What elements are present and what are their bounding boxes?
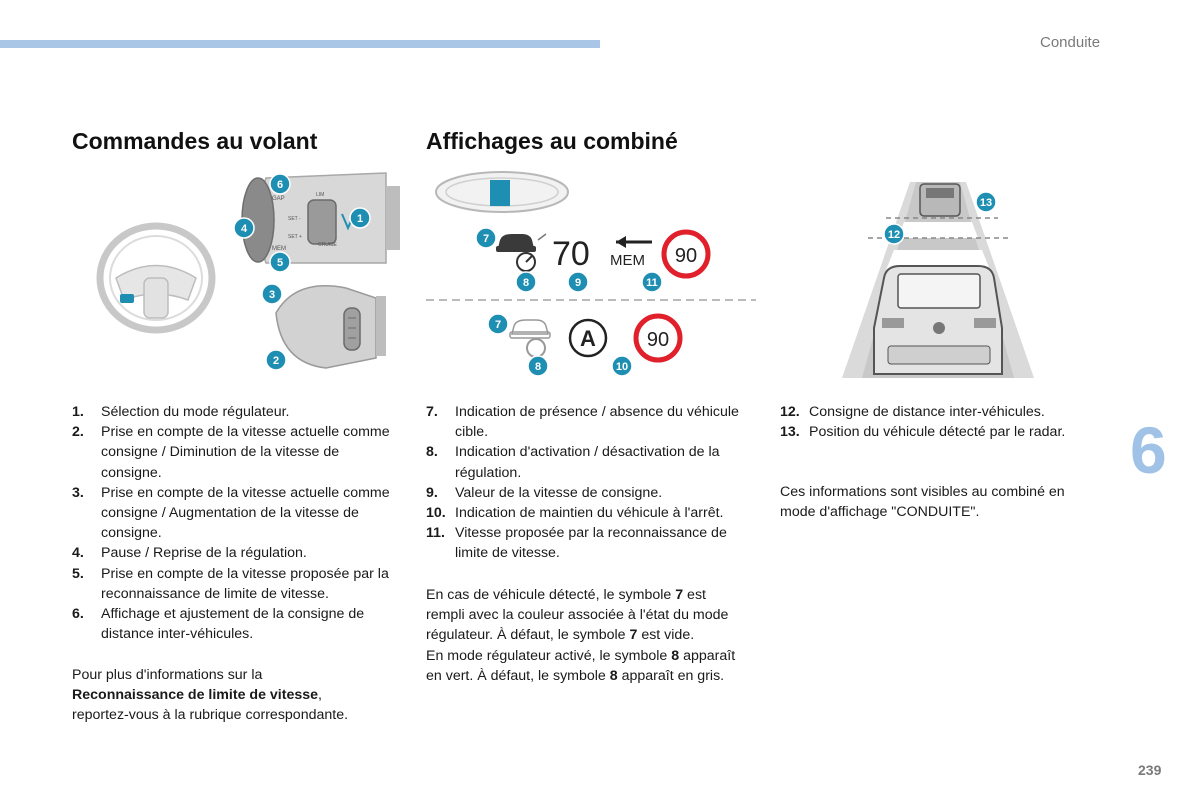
mem-arrow-icon	[616, 236, 652, 248]
badge-7b: 7	[487, 313, 509, 335]
list-item: 6.Affichage et ajustement de la consigne…	[72, 606, 365, 643]
badge-8b: 8	[527, 355, 549, 377]
svg-text:MEM: MEM	[272, 246, 286, 252]
svg-text:5: 5	[277, 257, 283, 269]
steering-controls-figure: GAP SET - SET + MEM LIM CRUISE 6 1 4 5 3…	[96, 172, 400, 371]
badge-7a: 7	[475, 227, 497, 249]
svg-text:7: 7	[495, 319, 501, 331]
list-item: 4.Pause / Reprise de la régulation.	[72, 545, 307, 562]
svg-text:7: 7	[483, 233, 489, 245]
own-vehicle-illustration	[873, 265, 1003, 375]
svg-text:CRUISE: CRUISE	[318, 242, 338, 248]
badge-9: 9	[567, 271, 589, 293]
svg-text:6: 6	[277, 179, 283, 191]
cluster-overview-illustration	[435, 171, 569, 213]
list-item: 3.Prise en compte de la vitesse actuelle…	[72, 484, 390, 542]
symbol-7-paragraph: En cas de véhicule détecté, le symbole 7…	[426, 587, 729, 644]
title-cluster-displays: Affichages au combiné	[426, 128, 678, 154]
svg-text:13: 13	[980, 197, 992, 209]
list-item: 12.Consigne de distance inter-véhicules.	[780, 404, 1045, 420]
cluster-display-list: 7.Indication de présence / absence du vé…	[426, 402, 756, 564]
badge-6: 6	[269, 173, 291, 195]
cluster-display-figure: 70 MEM 90 A 90 7 8 9 11 7 8 10	[426, 171, 756, 377]
chapter-number: 6	[1130, 413, 1167, 487]
speed-limit-recognition-link-text: Reconnaissance de limite de vitesse	[72, 687, 319, 704]
svg-text:1: 1	[357, 213, 363, 225]
cruise-stalk-top: GAP SET - SET + MEM LIM CRUISE	[241, 172, 400, 264]
svg-text:SET -: SET -	[288, 216, 301, 222]
svg-text:3: 3	[269, 289, 275, 301]
badge-10: 10	[611, 355, 633, 377]
target-vehicle-icon	[496, 233, 547, 252]
badge-3: 3	[261, 283, 283, 305]
target-vehicle-empty-icon	[509, 319, 551, 358]
badge-1: 1	[349, 207, 371, 229]
svg-text:GAP: GAP	[272, 196, 285, 202]
list-item: 11.Vitesse proposée par la reconnaissanc…	[426, 525, 727, 562]
section-label: Conduite	[1040, 34, 1101, 51]
steering-controls-list-block: 1.Sélection du mode régulateur. 2.Prise …	[72, 402, 398, 644]
svg-text:10: 10	[616, 361, 628, 373]
mem-label: MEM	[610, 252, 645, 269]
svg-text:8: 8	[523, 277, 529, 289]
badge-2: 2	[265, 349, 287, 371]
badge-13: 13	[975, 191, 997, 213]
steering-wheel-illustration	[96, 222, 216, 334]
cluster-display-list-block: 7.Indication de présence / absence du vé…	[426, 402, 756, 564]
svg-text:SET +: SET +	[288, 234, 302, 240]
conduite-mode-note: Ces informations sont visibles au combin…	[780, 484, 1065, 521]
radar-list: 12.Consigne de distance inter-véhicules.…	[780, 402, 1110, 442]
list-item: 9.Valeur de la vitesse de consigne.	[426, 484, 663, 501]
list-item: 13.Position du véhicule détecté par le r…	[780, 424, 1066, 441]
radar-distance-figure: 13 12	[842, 182, 1034, 378]
svg-text:90: 90	[647, 329, 669, 351]
set-speed-value: 70	[552, 235, 590, 273]
list-item: 7.Indication de présence / absence du vé…	[426, 404, 739, 441]
cruise-stalk-end	[275, 285, 386, 369]
svg-text:8: 8	[535, 361, 541, 373]
svg-text:LIM: LIM	[316, 192, 324, 198]
svg-text:A: A	[580, 326, 596, 351]
page-number: 239	[1138, 762, 1162, 778]
radar-list-block: 12.Consigne de distance inter-véhicules.…	[780, 402, 1110, 442]
list-item: 5.Prise en compte de la vitesse proposée…	[72, 565, 389, 602]
speed-limit-reference-note: Pour plus d'informations sur la Reconnai…	[72, 667, 349, 724]
badge-11: 11	[641, 271, 663, 293]
speed-limit-sign-top: 90	[661, 229, 711, 279]
list-item: 1.Sélection du mode régulateur.	[72, 404, 290, 420]
steering-controls-list: 1.Sélection du mode régulateur. 2.Prise …	[72, 402, 398, 644]
svg-text:90: 90	[675, 245, 697, 267]
svg-text:12: 12	[888, 229, 900, 241]
hold-stop-icon: A	[568, 318, 608, 358]
symbol-behavior-note: En cas de véhicule détecté, le symbole 7…	[426, 585, 742, 686]
title-steering-controls: Commandes au volant	[72, 128, 318, 154]
svg-text:2: 2	[273, 355, 279, 367]
symbol-8-paragraph: En mode régulateur activé, le symbole 8 …	[426, 647, 736, 684]
regulation-status-icon	[516, 252, 536, 272]
badge-8a: 8	[515, 271, 537, 293]
list-item: 10.Indication de maintien du véhicule à …	[426, 505, 724, 522]
badge-12: 12	[883, 223, 905, 245]
svg-text:4: 4	[241, 223, 248, 235]
header-bar	[0, 40, 600, 48]
badge-5: 5	[269, 251, 291, 273]
detected-vehicle-illustration	[919, 183, 961, 217]
list-item: 8.Indication d'activation / désactivatio…	[426, 444, 720, 481]
speed-limit-sign-bottom: 90	[633, 313, 683, 363]
badge-4: 4	[233, 217, 255, 239]
svg-text:11: 11	[646, 277, 658, 289]
list-item: 2.Prise en compte de la vitesse actuelle…	[72, 424, 390, 481]
svg-text:9: 9	[575, 277, 581, 289]
